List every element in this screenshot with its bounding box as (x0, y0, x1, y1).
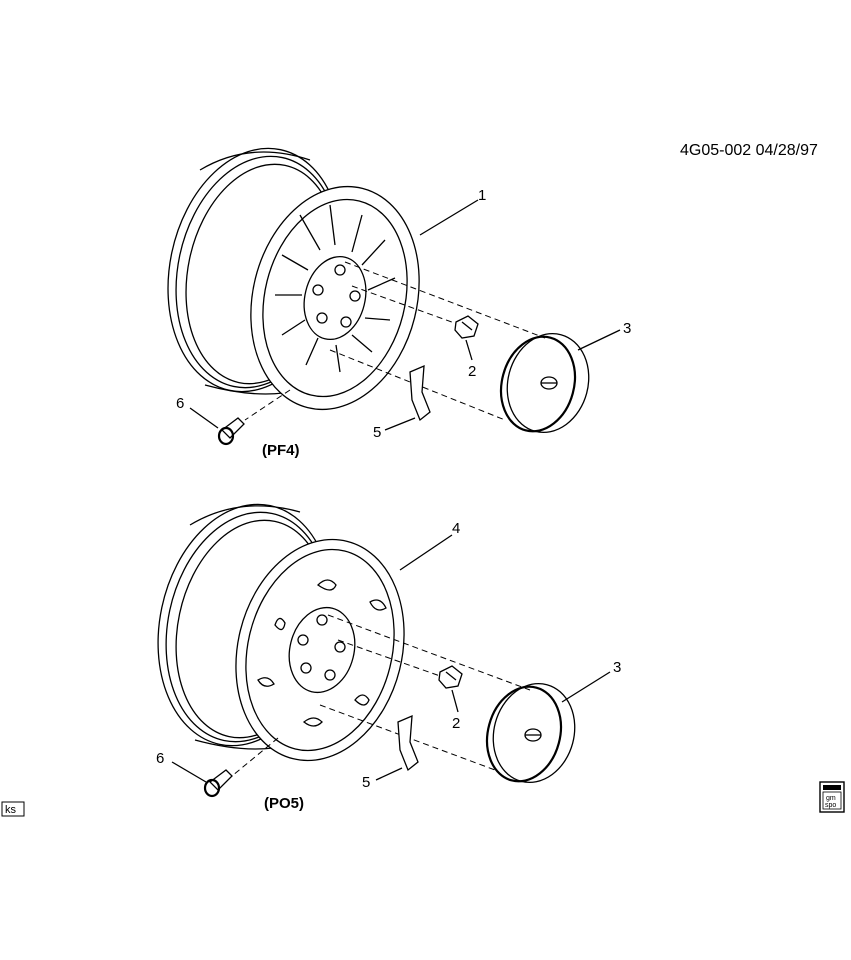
top-option-code: (PF4) (262, 442, 300, 459)
callout-4: 4 (452, 520, 460, 537)
bottom-balance-weight (397, 714, 419, 772)
top-assembly: 1 2 3 5 6 (167, 147, 631, 459)
svg-text:ks: ks (5, 804, 17, 816)
callout-1: 1 (478, 187, 486, 204)
callout-6-top: 6 (176, 395, 184, 412)
top-valve-stem (217, 417, 245, 446)
bottom-assembly: 4 2 3 5 6 (156, 503, 621, 812)
callout-3-bottom: 3 (613, 659, 621, 676)
callout-line-1 (419, 199, 479, 236)
bottom-option-code: (PO5) (264, 795, 304, 812)
bottom-center-cap (485, 682, 576, 784)
diagram-reference: 4G05-002 04/28/97 (680, 142, 818, 159)
top-balance-weight (409, 364, 431, 422)
callout-5-top: 5 (373, 424, 381, 441)
top-center-cap (499, 332, 590, 434)
callout-2-top: 2 (468, 363, 476, 380)
svg-text:spo: spo (825, 802, 836, 809)
top-wheel-rim (167, 147, 420, 411)
callout-3-top: 3 (623, 320, 631, 337)
bottom-valve-stem (203, 769, 233, 798)
svg-text:gm: gm (826, 795, 836, 802)
top-lug-nut (454, 315, 479, 339)
callout-6-bottom: 6 (156, 750, 164, 767)
ks-mark: ks (1, 801, 25, 817)
bottom-wheel-rim (157, 503, 405, 762)
gm-spo-logo: gm spo (819, 781, 845, 813)
callout-5-bottom: 5 (362, 774, 370, 791)
callout-2-bottom: 2 (452, 715, 460, 732)
bottom-lug-nut (438, 665, 463, 689)
